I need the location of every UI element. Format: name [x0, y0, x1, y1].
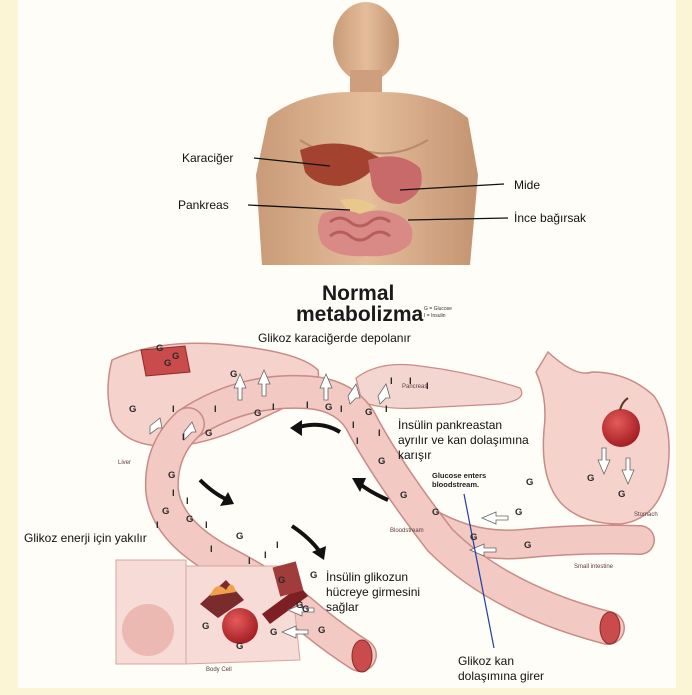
- glucose-marker: G: [325, 402, 332, 413]
- glucose-marker: G: [470, 532, 477, 543]
- glucose-marker: G: [378, 456, 385, 467]
- label-insulin-secreted-line1: İnsülin pankreastan: [398, 418, 529, 433]
- glucose-marker: G: [156, 343, 163, 354]
- label-insulin-secreted-line3: karışır: [398, 448, 529, 463]
- glucose-marker: G: [618, 489, 625, 500]
- label-insulin-helps: İnsülin glikozun hücreye girmesini sağla…: [326, 570, 420, 615]
- insulin-marker: I: [356, 436, 359, 447]
- glucose-marker: G: [310, 570, 317, 581]
- label-small-intestine: İnce bağırsak: [514, 211, 586, 226]
- glucose-marker: G: [278, 575, 285, 586]
- glucose-marker: G: [164, 358, 171, 369]
- glucose-marker: G: [236, 641, 243, 652]
- insulin-marker: I: [214, 404, 217, 415]
- insulin-marker: I: [378, 428, 381, 439]
- label-small-intestine-en: Small intestine: [574, 564, 613, 570]
- glucose-marker: G: [400, 490, 407, 501]
- insulin-marker: I: [385, 404, 388, 415]
- label-glucose-enters-tr-line2: dolaşımına girer: [458, 669, 544, 684]
- label-liver-en: Liver: [118, 460, 131, 466]
- glucose-marker: G: [515, 507, 522, 518]
- glucose-marker: G: [202, 621, 209, 632]
- label-body-cell-en: Body Cell: [206, 667, 232, 673]
- key-insulin: I = Insulin: [424, 314, 446, 320]
- glucose-marker: G: [186, 514, 193, 525]
- glucose-marker: G: [270, 627, 277, 638]
- insulin-marker: I: [186, 496, 189, 507]
- label-glucose-burned: Glikoz enerji için yakılır: [24, 531, 147, 546]
- insulin-marker: I: [276, 540, 279, 551]
- insulin-marker: I: [390, 376, 393, 387]
- glucose-marker: G: [162, 506, 169, 517]
- label-liver: Karaciğer: [182, 151, 233, 166]
- label-glucose-enters-tr-line1: Glikoz kan: [458, 654, 544, 669]
- label-glucose-enters-tr: Glikoz kan dolaşımına girer: [458, 654, 544, 684]
- insulin-marker: I: [172, 488, 175, 499]
- glucose-marker: G: [318, 625, 325, 636]
- glucose-marker: G: [524, 540, 531, 551]
- glucose-marker: G: [365, 407, 372, 418]
- insulin-marker: I: [426, 381, 429, 392]
- insulin-marker: I: [306, 400, 309, 411]
- glucose-marker: G: [302, 604, 309, 615]
- insulin-marker: I: [210, 544, 213, 555]
- insulin-marker: I: [409, 376, 412, 387]
- label-glucose-enters-en-line2: bloodstream.: [432, 481, 486, 490]
- stomach-organ: [536, 352, 669, 524]
- glucose-marker: G: [172, 351, 179, 362]
- glucose-marker: G: [587, 473, 594, 484]
- insulin-marker: I: [264, 550, 267, 561]
- glucose-marker: G: [236, 531, 243, 542]
- insulin-marker: I: [352, 420, 355, 431]
- glucose-marker: G: [129, 404, 136, 415]
- glucose-marker: G: [205, 428, 212, 439]
- label-insulin-helps-line2: hücreye girmesini: [326, 585, 420, 600]
- glucose-marker: G: [168, 470, 175, 481]
- key-glucose: G = Glucose: [424, 307, 452, 313]
- label-glucose-stored: Glikoz karaciğerde depolanır: [258, 331, 411, 346]
- insulin-marker: I: [182, 432, 185, 443]
- label-insulin-helps-line3: sağlar: [326, 600, 420, 615]
- insulin-marker: I: [172, 404, 175, 415]
- insulin-marker: I: [272, 402, 275, 413]
- label-glucose-enters-en: Glucose enters bloodstream.: [432, 472, 486, 489]
- insulin-marker: I: [156, 520, 159, 531]
- label-pancreas-en: Pancreas: [402, 384, 427, 390]
- label-bloodstream-en: Bloodstream: [390, 528, 424, 534]
- insulin-marker: I: [205, 520, 208, 531]
- label-insulin-helps-line1: İnsülin glikozun: [326, 570, 420, 585]
- title-line2: metabolizma: [296, 304, 423, 325]
- glucose-marker: G: [526, 477, 533, 488]
- label-insulin-secreted-line2: ayrılır ve kan dolaşımına: [398, 433, 529, 448]
- glucose-marker: G: [230, 369, 237, 380]
- glucose-marker: G: [254, 408, 261, 419]
- label-stomach: Mide: [514, 178, 540, 193]
- label-pancreas: Pankreas: [178, 198, 229, 213]
- label-insulin-secreted: İnsülin pankreastan ayrılır ve kan dolaş…: [398, 418, 529, 463]
- insulin-marker: I: [248, 556, 251, 567]
- label-stomach-en: Stomach: [634, 512, 658, 518]
- glucose-marker: G: [432, 507, 439, 518]
- insulin-marker: I: [340, 404, 343, 415]
- title-line1: Normal: [322, 283, 394, 304]
